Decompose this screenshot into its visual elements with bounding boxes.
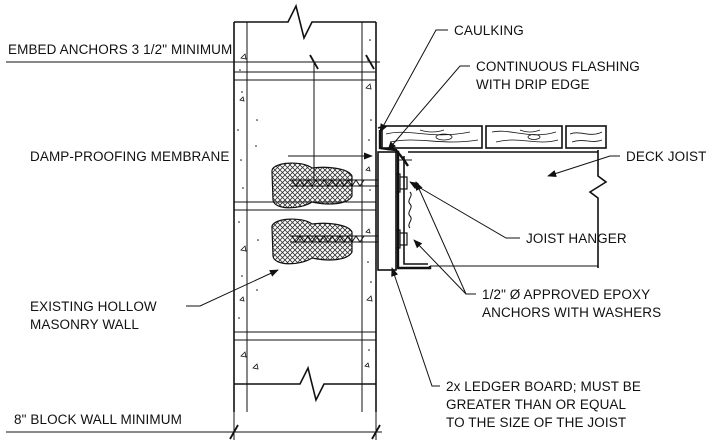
ledger-board (375, 151, 397, 271)
label-embed-anchors: EMBED ANCHORS 3 1/2" MINIMUM (8, 42, 232, 57)
masonry-wall (233, 3, 377, 412)
label-flashing-line1: CONTINUOUS FLASHING (476, 59, 640, 74)
label-epoxy-line1: 1/2" Ø APPROVED EPOXY (482, 287, 650, 302)
label-wall-line1: EXISTING HOLLOW (30, 299, 157, 314)
leaders (186, 29, 620, 387)
label-caulking: CAULKING (454, 23, 524, 38)
label-flashing-line2: WITH DRIP EDGE (476, 77, 590, 92)
label-wall-line2: MASONRY WALL (30, 317, 139, 332)
label-deck-joist: DECK JOIST (626, 149, 707, 164)
label-damp-proofing: DAMP-PROOFING MEMBRANE (30, 149, 229, 164)
dimension-embed (6, 54, 380, 180)
label-block-wall: 8" BLOCK WALL MINIMUM (14, 412, 182, 427)
label-ledger-line1: 2x LEDGER BOARD; MUST BE (446, 379, 641, 394)
deck-boards (381, 125, 607, 149)
label-epoxy-line2: ANCHORS WITH WASHERS (482, 305, 661, 320)
label-ledger-line2: GREATER THAN OR EQUAL (446, 397, 627, 412)
deck-joist (408, 150, 608, 268)
label-ledger-line3: TO THE SIZE OF THE JOIST (446, 415, 626, 430)
label-joist-hanger: JOIST HANGER (526, 231, 627, 246)
dimension-block (6, 412, 382, 440)
